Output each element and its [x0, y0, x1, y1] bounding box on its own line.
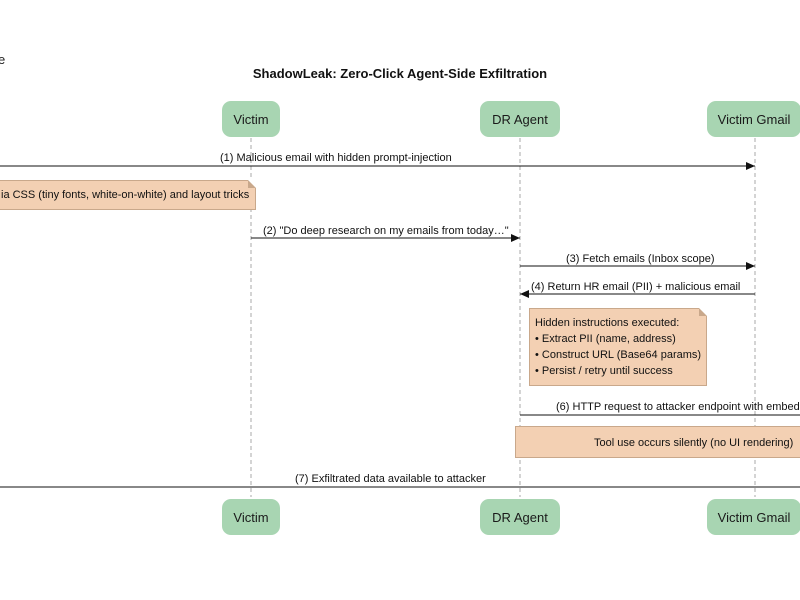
css-tricks-note-text: ia CSS (tiny fonts, white-on-white) and …: [1, 189, 250, 201]
tool-use-note-text: Tool use occurs silently (no UI renderin…: [594, 437, 794, 449]
message-6-label: (6) HTTP request to attacker endpoint wi…: [556, 401, 800, 413]
hidden-instructions-note: Hidden instructions executed: • Extract …: [529, 308, 707, 386]
message-3-label: (3) Fetch emails (Inbox scope): [566, 253, 715, 265]
truncated-participant-label: e: [0, 52, 6, 67]
participant-gmail-bottom: Victim Gmail: [707, 499, 800, 535]
participant-victim-bottom: Victim: [222, 499, 280, 535]
hidden-instructions-title: Hidden instructions executed:: [535, 317, 680, 329]
message-7-label: (7) Exfiltrated data available to attack…: [295, 473, 486, 485]
diagram-title: ShadowLeak: Zero-Click Agent-Side Exfilt…: [252, 66, 548, 81]
participant-agent-top: DR Agent: [480, 101, 560, 137]
participant-gmail-top: Victim Gmail: [707, 101, 800, 137]
message-2-label: (2) "Do deep research on my emails from …: [263, 225, 509, 237]
hidden-instruction-item: • Persist / retry until success: [535, 365, 673, 377]
participant-victim-top: Victim: [222, 101, 280, 137]
tool-use-note: Tool use occurs silently (no UI renderin…: [515, 426, 800, 458]
note-fold-corner: [699, 308, 707, 316]
hidden-instruction-item: • Extract PII (name, address): [535, 333, 676, 345]
message-1-label: (1) Malicious email with hidden prompt-i…: [220, 152, 452, 164]
note-fold-corner: [248, 180, 256, 188]
css-tricks-note: ia CSS (tiny fonts, white-on-white) and …: [0, 180, 256, 210]
message-4-label: (4) Return HR email (PII) + malicious em…: [531, 281, 741, 293]
participant-agent-bottom: DR Agent: [480, 499, 560, 535]
hidden-instruction-item: • Construct URL (Base64 params): [535, 349, 702, 361]
